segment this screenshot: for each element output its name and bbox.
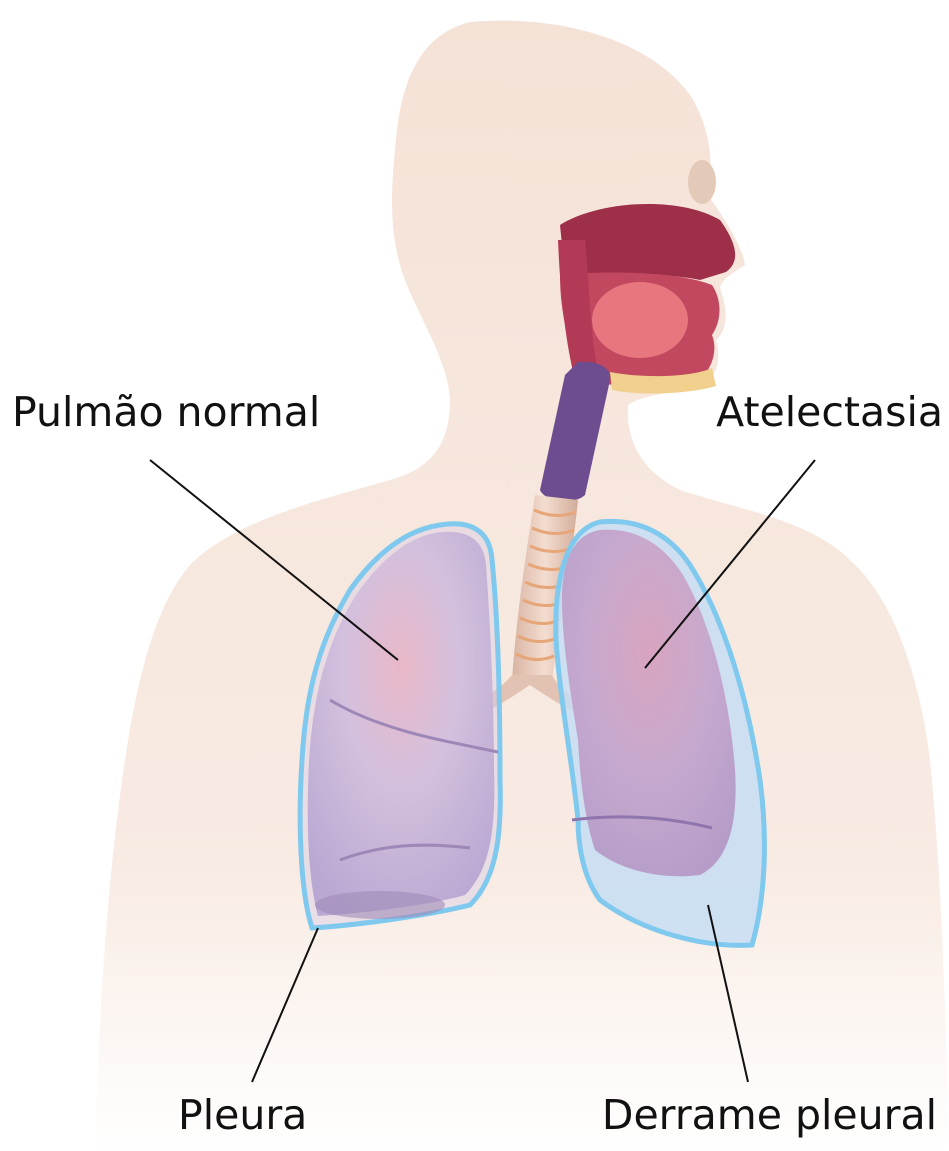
normal-lung-label: Pulmão normal <box>12 392 320 433</box>
pleural-effusion-label: Derrame pleural <box>602 1095 937 1136</box>
tongue <box>592 282 688 358</box>
lung-base-shadow <box>315 891 445 919</box>
ear-shadow <box>688 160 716 204</box>
atelectasis-label: Atelectasia <box>716 392 943 433</box>
pleura-label: Pleura <box>178 1095 307 1136</box>
